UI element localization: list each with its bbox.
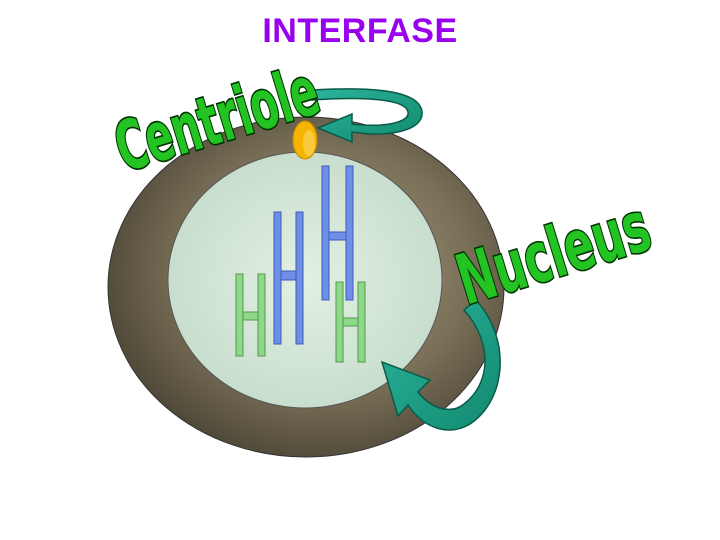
chromosome-blue-1 bbox=[321, 165, 354, 301]
chromosome-green-1 bbox=[235, 273, 266, 357]
nucleus-arrow bbox=[380, 298, 501, 431]
page-title: INTERFASE bbox=[262, 12, 458, 50]
centriole-highlight bbox=[303, 130, 315, 156]
centriole-arrow bbox=[311, 88, 423, 144]
chromosome-green-2 bbox=[335, 281, 366, 363]
chromosome-blue-2 bbox=[273, 211, 304, 345]
